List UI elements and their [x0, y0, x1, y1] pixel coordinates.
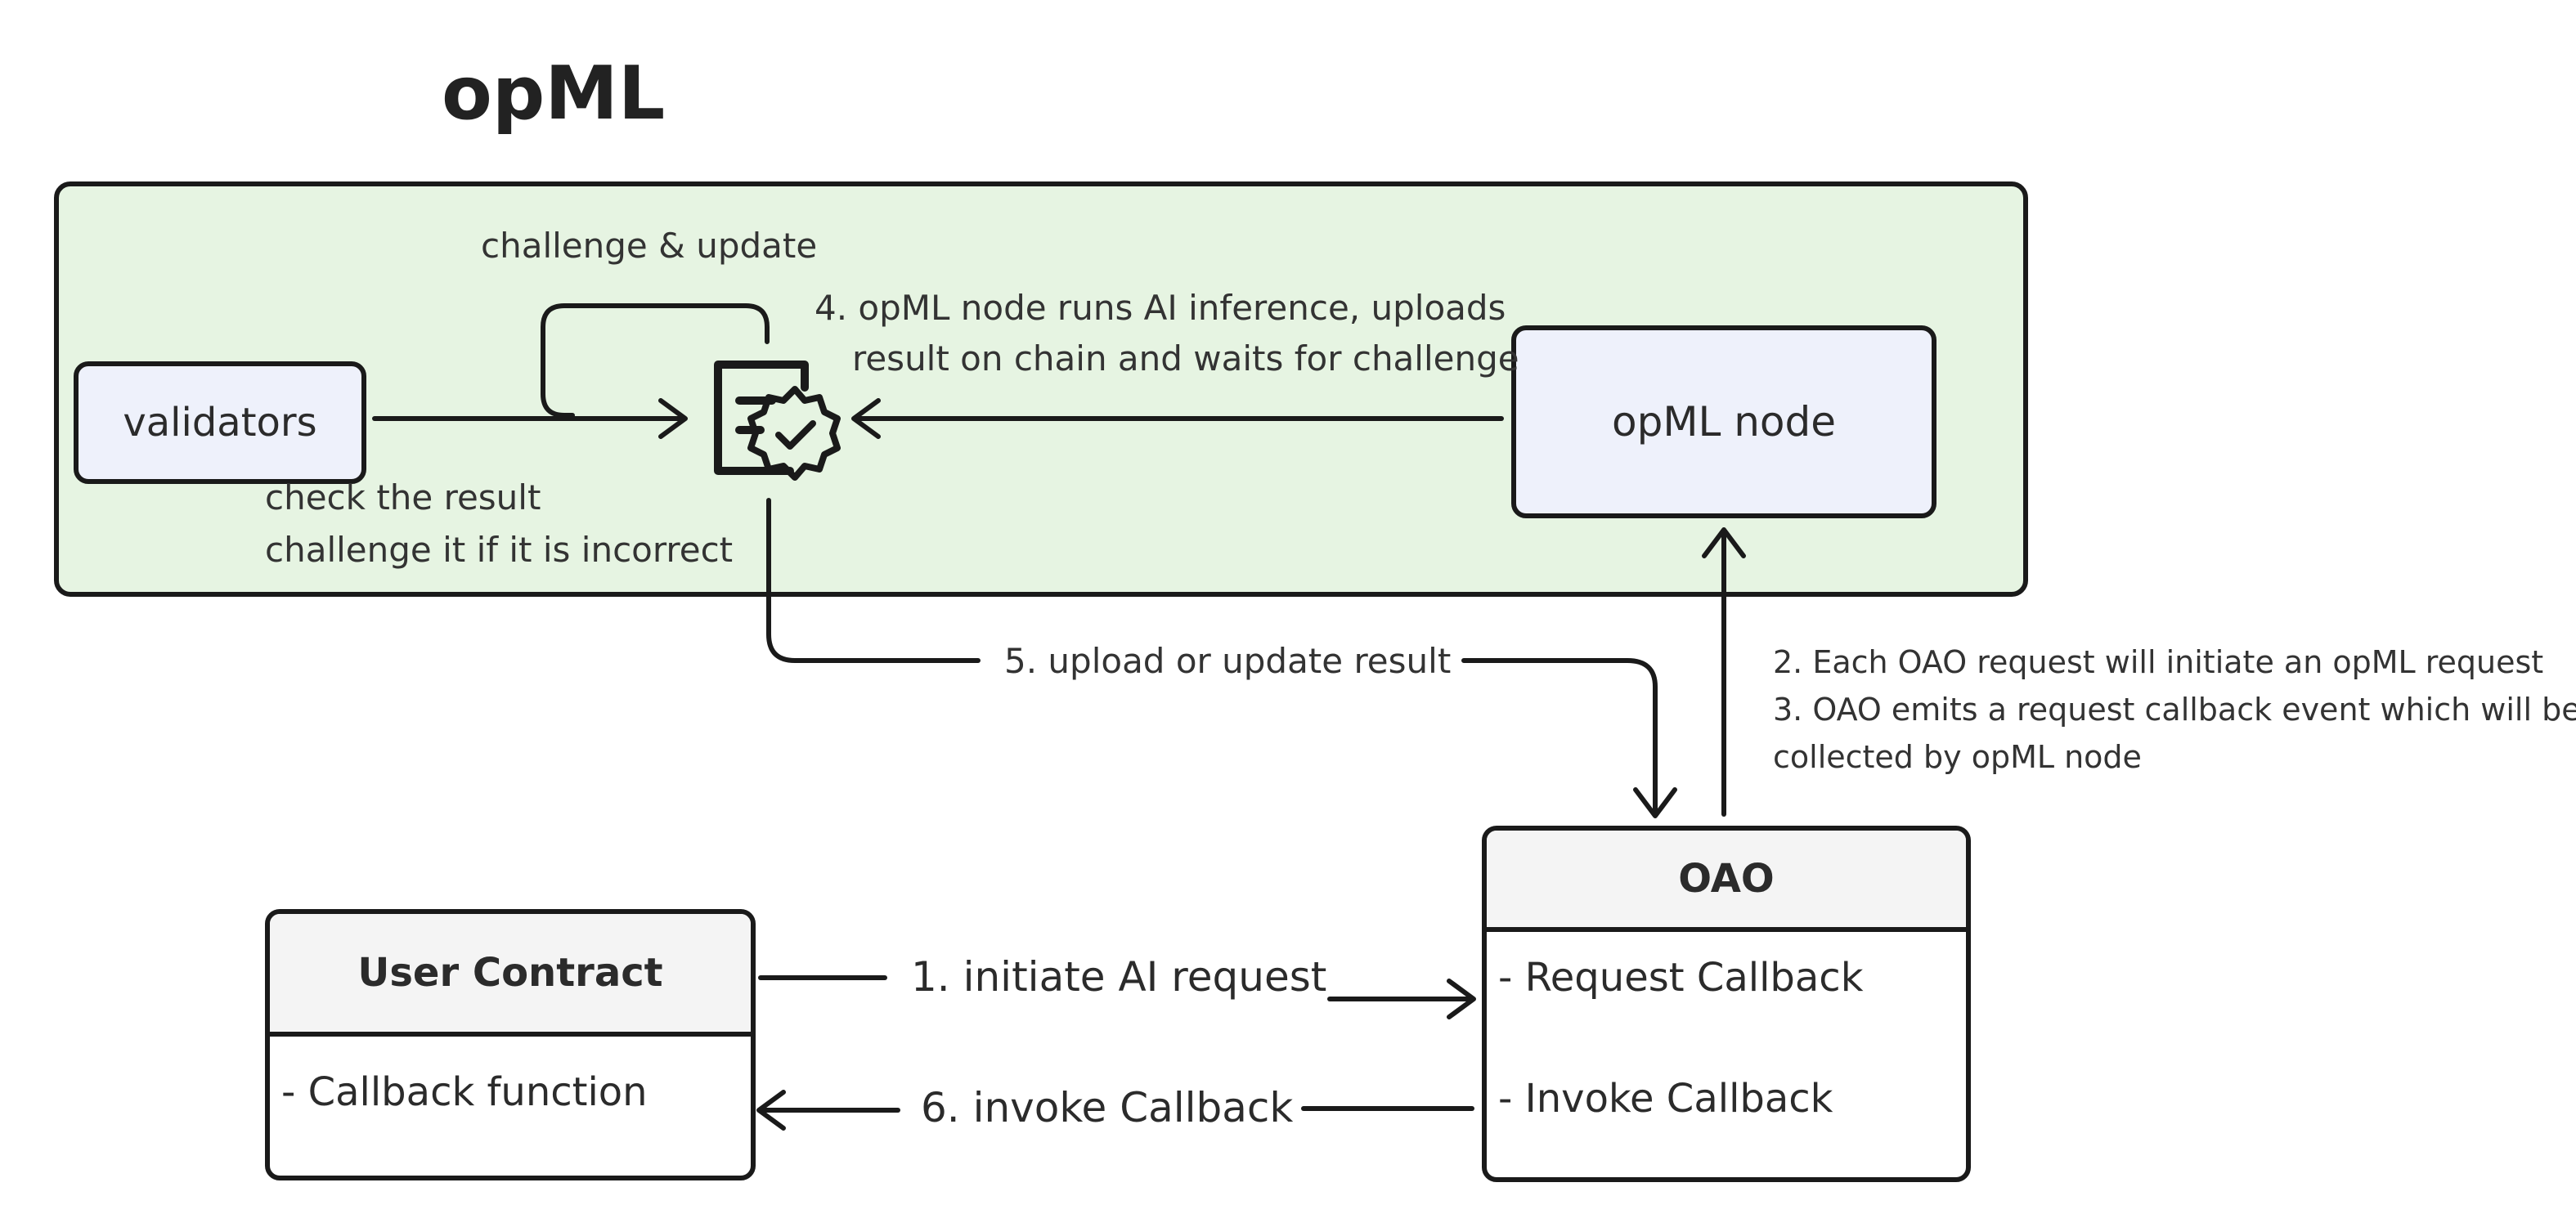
- oao-box: OAO - Request Callback - Invoke Callback: [1482, 826, 1971, 1182]
- upload-result-line-right: [1461, 658, 1658, 817]
- upload-result-line-left: [766, 498, 981, 663]
- challenge-loop-line: [541, 303, 770, 418]
- step4-label-line1: 4. opML node runs AI inference, uploads: [815, 288, 1506, 328]
- validators-node: validators: [74, 361, 366, 484]
- user-contract-box: User Contract - Callback function: [265, 909, 756, 1180]
- oao-invoke-callback: - Invoke Callback: [1498, 1076, 1833, 1122]
- challenge-update-label: challenge & update: [481, 226, 818, 266]
- step1-label: 1. initiate AI request: [911, 953, 1327, 1001]
- check-result-label-line1: check the result: [265, 477, 541, 517]
- user-contract-title: User Contract: [270, 914, 751, 1037]
- diagram-title: opML: [442, 51, 666, 137]
- validators-label: validators: [123, 400, 317, 446]
- user-contract-callback-function: - Callback function: [281, 1069, 648, 1115]
- step6-label: 6. invoke Callback: [921, 1084, 1294, 1131]
- step5-label: 5. upload or update result: [1004, 641, 1452, 681]
- step4-label-line2: result on chain and waits for challenge: [852, 338, 1519, 379]
- check-result-label-line2: challenge it if it is incorrect: [265, 530, 734, 570]
- oao-title: OAO: [1487, 831, 1966, 932]
- oao-request-callback: - Request Callback: [1498, 955, 1864, 1001]
- opml-node: opML node: [1511, 325, 1936, 518]
- step3-label-line1: 3. OAO emits a request callback event wh…: [1773, 692, 2576, 728]
- step2-label: 2. Each OAO request will initiate an opM…: [1773, 644, 2544, 680]
- certified-document-icon: [714, 361, 841, 481]
- opml-node-label: opML node: [1612, 398, 1836, 446]
- step3-label-line2: collected by opML node: [1773, 739, 2142, 775]
